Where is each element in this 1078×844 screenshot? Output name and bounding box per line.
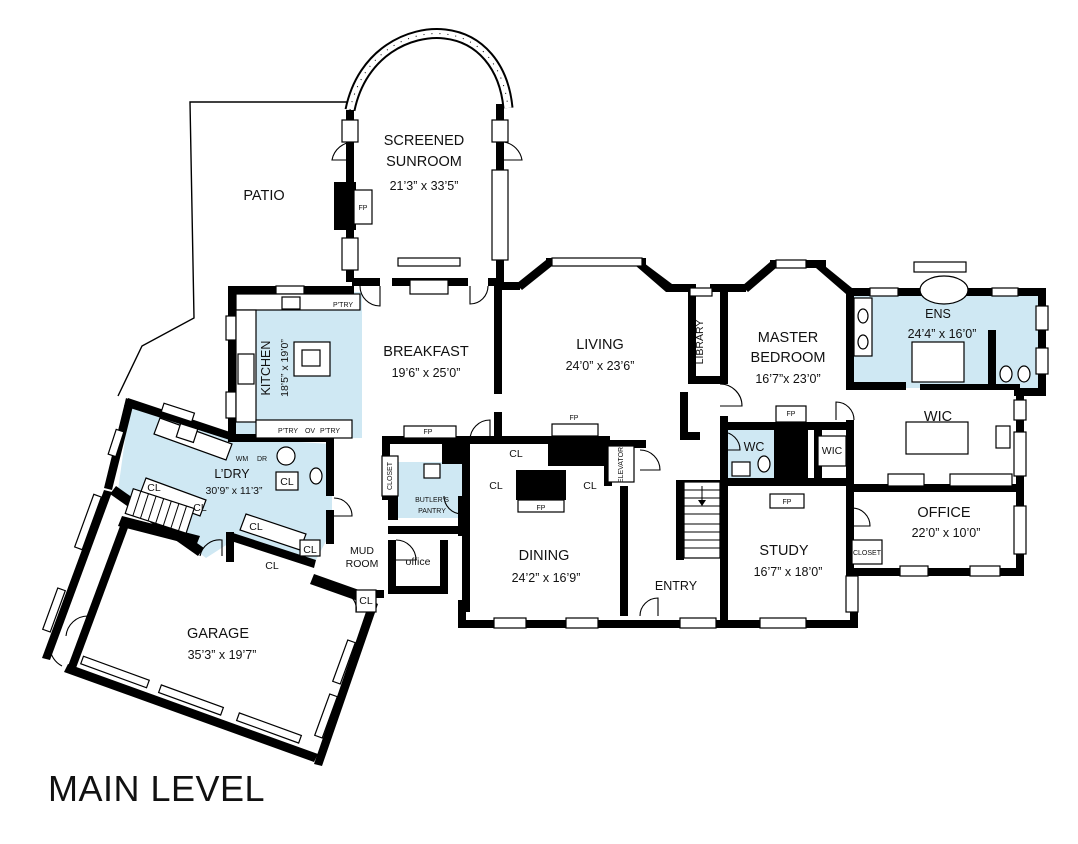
mudroom-cl: CL (359, 595, 373, 607)
sunroom-label-2: SUNROOM (386, 154, 462, 170)
wic-small-label: WIC (822, 445, 843, 457)
windows (41, 119, 1049, 744)
dining-cl-2: CL (489, 480, 503, 492)
master-fp: FP (787, 411, 796, 418)
master-label-2: BEDROOM (751, 350, 826, 366)
study-fp: FP (783, 499, 792, 506)
ensuite-shower (911, 341, 965, 383)
wic-shelf-left (887, 473, 925, 487)
laundry-dims: 30’9” x 11’3” (205, 485, 263, 497)
ensuite-toilet-1 (999, 365, 1013, 383)
butler-sink (423, 463, 441, 479)
entry-label: ENTRY (655, 579, 698, 593)
sunroom-label-1: SCREENED (384, 133, 465, 149)
laundry-label: L’DRY (214, 467, 250, 481)
breakfast-pantry: P’TRY (333, 302, 353, 309)
page-title: MAIN LEVEL (48, 768, 266, 809)
walls (42, 104, 1046, 766)
elevator-label: ELEVATOR (618, 447, 625, 483)
office-label: OFFICE (917, 505, 970, 521)
dining-dims: 24’2” x 16’9” (512, 571, 581, 585)
kitchen-pantry-1: P’TRY (278, 428, 298, 435)
laundry-cl-4: CL (303, 544, 317, 556)
wic-label: WIC (924, 409, 952, 425)
laundry-cl-5: CL (280, 476, 294, 488)
butler-label-2: PANTRY (418, 508, 446, 515)
mudroom-label-2: ROOM (346, 558, 379, 570)
living-dims: 24’0” x 23’6” (566, 359, 635, 373)
dining-cl-1: CL (509, 448, 523, 460)
ensuite-dims: 24’4” x 16’0” (908, 327, 977, 341)
master-dims: 16’7”x 23’0” (755, 372, 820, 386)
sunroom-fp: FP (359, 205, 368, 212)
dining-label: DINING (519, 548, 570, 564)
kitchen-sink (281, 296, 301, 310)
laundry-wm: WM (236, 456, 249, 463)
island-sink (301, 349, 321, 367)
wc-toilet (757, 455, 771, 473)
wic-shelf-right (995, 425, 1011, 449)
ensuite-sink-2 (857, 334, 869, 350)
kitchen-pantry-2: P’TRY (320, 428, 340, 435)
mudroom-label-1: MUD (350, 545, 374, 557)
laundry-toilet (309, 467, 323, 485)
laundry-cl-3: CL (249, 521, 263, 533)
living-fp: FP (570, 415, 579, 422)
library-label: LIBRARY (694, 320, 706, 365)
washer (276, 446, 296, 466)
patio-outline (117, 101, 352, 397)
wic-shelf-bottom (949, 473, 1013, 487)
range (237, 353, 255, 385)
labels: PATIO SCREENED SUNROOM 21’3” x 33’5” FP … (147, 133, 980, 662)
breakfast-dims: 19’6” x 25’0” (392, 366, 461, 380)
kitchen-dims: 18’5” x 19’0” (279, 339, 291, 397)
entry-stairs (683, 481, 721, 559)
laundry-stairs (124, 487, 195, 534)
breakfast-label: BREAKFAST (383, 344, 469, 360)
butler-closet: CLOSET (387, 461, 394, 490)
dining-cl-3: CL (583, 480, 597, 492)
laundry-cl-1: CL (147, 482, 161, 494)
laundry-dr: DR (257, 456, 267, 463)
kitchen-counter-bottom (255, 419, 353, 439)
wic-island (905, 421, 969, 455)
patio-label: PATIO (243, 188, 284, 204)
wc-sink (731, 461, 751, 477)
office-dims: 22’0” x 10’0” (912, 526, 981, 540)
sunroom-dims: 21’3” x 33’5” (390, 179, 459, 193)
ensuite-tub (919, 275, 969, 305)
dining-fp: FP (537, 505, 546, 512)
ensuite-toilet-2 (1017, 365, 1031, 383)
office-closet: CLOSET (853, 550, 882, 557)
fixtures (124, 189, 1031, 616)
garage-dims: 35’3” x 19’7” (188, 648, 257, 662)
breakfast-fp: FP (424, 429, 433, 436)
laundry-sink (175, 422, 199, 444)
office-small-label: office (406, 556, 431, 568)
study-dims: 16’7” x 18’0” (754, 565, 823, 579)
kitchen-label: KITCHEN (259, 341, 273, 396)
garage-cl: CL (265, 560, 279, 572)
sunroom-dome (344, 28, 514, 112)
laundry-cl-2: CL (193, 502, 207, 514)
ensuite-sink-1 (857, 308, 869, 324)
master-label-1: MASTER (758, 330, 818, 346)
living-label: LIVING (576, 337, 624, 353)
wc-label: WC (744, 440, 765, 454)
ensuite-label: ENS (925, 307, 951, 321)
doors (49, 141, 871, 667)
study-label: STUDY (759, 543, 808, 559)
butler-label-1: BUTLER’S (415, 497, 449, 504)
kitchen-oven: OV (305, 428, 315, 435)
garage-label: GARAGE (187, 626, 249, 642)
